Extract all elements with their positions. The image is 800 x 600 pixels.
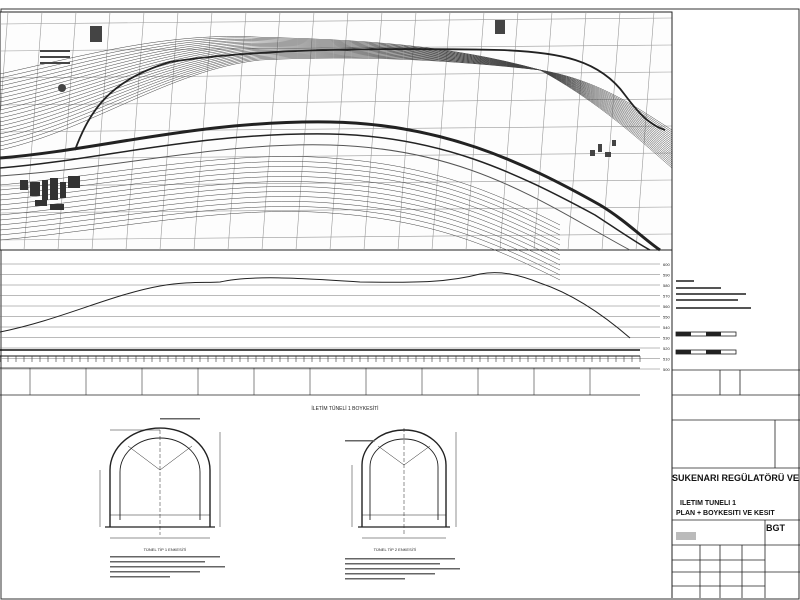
drawing-title-line2: PLAN + BOYKESİTİ VE KESİT	[676, 510, 775, 517]
outlet-structure	[590, 140, 616, 157]
profile-title: İLETİM TÜNELİ 1 BOYKESİTİ	[311, 405, 378, 412]
elevation-label: 570	[663, 294, 670, 299]
elevation-label: 510	[663, 357, 670, 362]
profile-view: 600 590 580 570 560 550 540 530 520 510 500 İLETİM…	[0, 262, 670, 412]
terrain-profile	[0, 272, 631, 339]
tunnel-route	[74, 48, 666, 151]
regulator-structure	[20, 176, 80, 210]
company-logo: BGT	[766, 523, 785, 533]
section1-notes	[110, 418, 225, 578]
station-ticks	[0, 356, 641, 395]
scale-bars	[675, 331, 737, 355]
title-block	[672, 369, 800, 598]
plan-legend-marks	[40, 20, 505, 92]
tunnel-section-type1: TÜNEL TİP 1 ENKESİTİ	[99, 427, 221, 552]
road-band	[0, 144, 631, 251]
plan-view	[0, 11, 673, 281]
elevation-label: 540	[663, 325, 670, 330]
river-band	[0, 120, 661, 252]
elevation-label: 600	[663, 262, 670, 267]
tunnel-section-type2: TÜNEL TİP 2 ENKESİTİ	[351, 428, 457, 552]
elevation-labels: 600 590 580 570 560 550 540 530 520 510 500	[663, 262, 670, 372]
river-band-edge	[0, 133, 651, 251]
section2-title: TÜNEL TİP 2 ENKESİTİ	[374, 547, 417, 552]
elevation-label: 590	[663, 273, 670, 278]
elevation-label: 500	[663, 367, 670, 372]
drawing-title-line1: İLETİM TÜNELİ 1	[680, 500, 736, 507]
project-title: SUKENARI REGÜLATÖRÜ VE	[672, 473, 799, 483]
elevation-lines	[0, 263, 660, 370]
elevation-label: 530	[663, 336, 670, 341]
plan-grid	[0, 11, 673, 251]
elevation-label: 560	[663, 304, 670, 309]
notes-block	[671, 12, 751, 598]
elevation-label: 550	[663, 315, 670, 320]
elevation-label: 580	[663, 283, 670, 288]
section1-title: TÜNEL TİP 1 ENKESİTİ	[144, 547, 187, 552]
elevation-label: 520	[663, 346, 670, 351]
section2-notes	[345, 440, 460, 580]
